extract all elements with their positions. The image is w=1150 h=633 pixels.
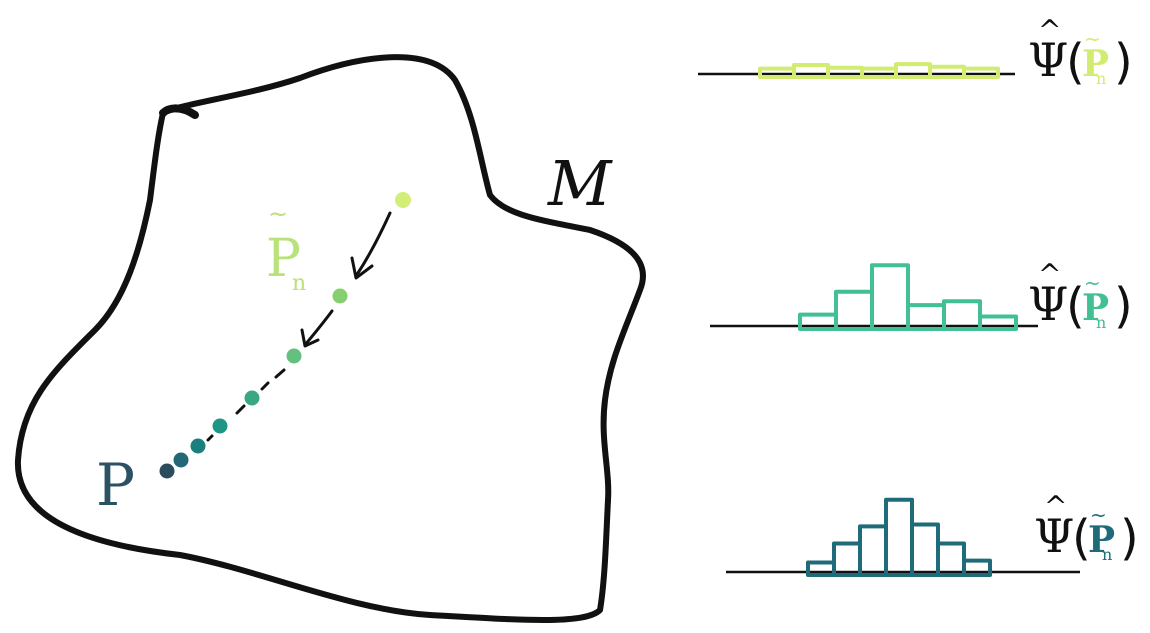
histogram-bar [826,65,864,79]
path-point-8 [159,463,175,479]
arrow-1 [354,211,392,278]
histogram-bar [884,497,914,577]
histogram-bar [792,63,830,79]
histogram-1: ^Ψ(~Pn) [698,14,1133,90]
histogram-bar [834,289,874,331]
histogram-bar [962,66,1000,79]
path-point-4 [244,390,260,406]
path-point-2 [332,288,348,304]
manifold-outline [14,54,646,623]
histogram-bar [910,522,940,577]
histogram-label-hat: ^ [1044,490,1067,523]
histogram-label-sub: n [1096,313,1106,332]
arrow-2 [303,309,334,347]
start-point-label: P [96,451,135,519]
path-point-5 [212,418,228,434]
path-dashes [206,368,286,442]
histogram-bar [870,263,910,332]
histogram-bar [806,560,836,577]
manifold-label: M [547,147,613,220]
arrow-1-head [350,256,374,280]
path-point-3 [286,348,302,364]
histogram-label-sub: n [1102,545,1112,564]
histogram-bar [894,62,932,79]
histogram-label-sub: n [1096,69,1106,88]
histogram-label-lparen: ( [1066,278,1085,334]
histogram-label-tilde: ~ [1090,503,1107,527]
target-label-main: P [266,229,301,289]
arrow-2-head [300,328,320,348]
histogram-bar [858,524,888,578]
histogram-label-tilde: ~ [1084,27,1101,51]
histogram-label-lparen: ( [1072,510,1091,566]
histogram-label-func: Ψ [1034,509,1074,563]
histogram-label-arg: P [1082,43,1109,85]
histogram-label-hat: ^ [1038,258,1061,291]
histogram-group: ^Ψ(~Pn)^Ψ(~Pn)^Ψ(~Pn) [698,14,1139,578]
path-arrows [300,211,392,348]
histogram-3: ^Ψ(~Pn) [726,490,1139,578]
histogram-label-tilde: ~ [1084,271,1101,295]
histogram-label-func: Ψ [1028,33,1068,87]
histogram-bar [936,541,966,577]
histogram-label-rparen: ) [1114,34,1133,90]
target-label-tilde: ~ [268,200,288,228]
target-point-label: ~ P n [266,200,306,296]
histogram-bar [832,541,862,577]
path-point-1 [395,192,411,208]
histogram-label-hat: ^ [1038,14,1061,47]
histogram-label-arg: P [1088,519,1115,561]
path-point-7 [173,452,189,468]
histogram-2: ^Ψ(~Pn) [710,258,1133,334]
histogram-bar [962,558,992,577]
target-label-sub: n [292,271,306,296]
path-points [159,192,411,479]
path-point-6 [190,438,206,454]
manifold-outline-accent [159,104,199,119]
histogram-label-func: Ψ [1028,277,1068,331]
histogram-label-arg: P [1082,287,1109,329]
histogram-label-lparen: ( [1066,34,1085,90]
histogram-label-rparen: ) [1114,278,1133,334]
histogram-label-rparen: ) [1120,510,1139,566]
histogram-bar [928,64,966,80]
histogram-bar [978,314,1018,331]
